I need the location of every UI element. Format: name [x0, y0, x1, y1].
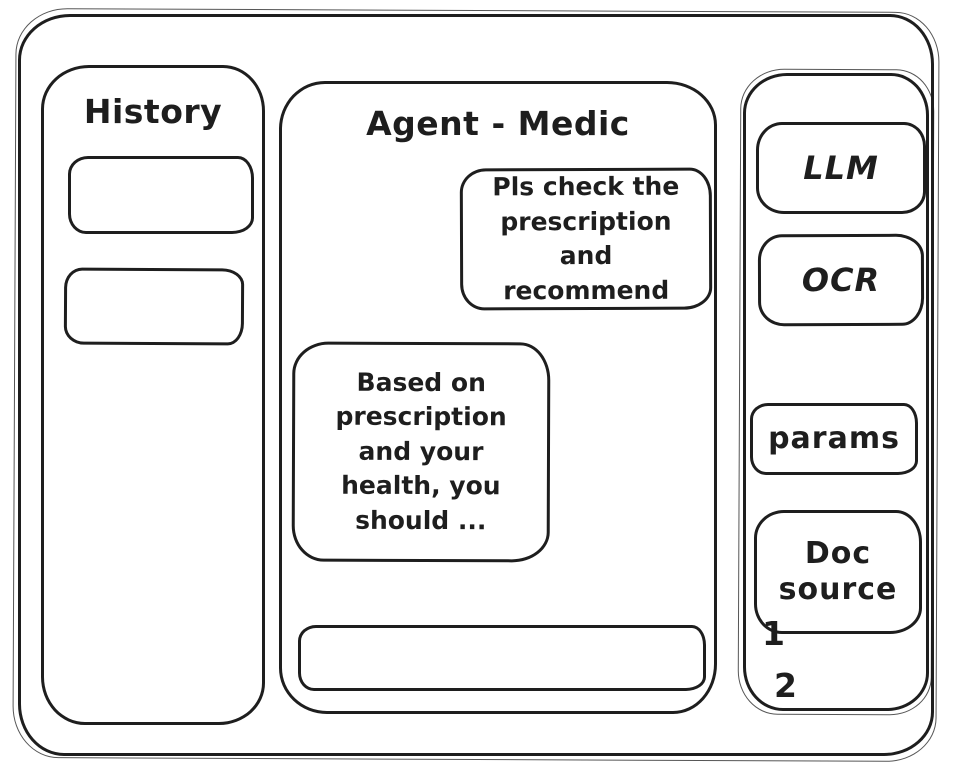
user-message-bubble: Pls check the prescription and recommend [459, 167, 713, 311]
history-item[interactable] [63, 267, 245, 346]
ocr-button[interactable]: OCR [757, 233, 925, 327]
doc-source-item-1[interactable]: 1 [762, 614, 785, 653]
assistant-message-bubble: Based on prescription and your health, y… [291, 341, 551, 563]
llm-button[interactable]: LLM [756, 122, 926, 214]
app-window: History Agent - Medic Pls check the pres… [18, 14, 934, 756]
params-button[interactable]: params [750, 403, 918, 475]
chat-title: Agent - Medic [366, 104, 630, 143]
doc-source-button[interactable]: Doc source [754, 510, 922, 634]
chat-panel: Agent - Medic Pls check the prescription… [279, 81, 717, 714]
message-input[interactable] [298, 625, 706, 691]
doc-source-item-2[interactable]: 2 [774, 666, 797, 705]
history-title: History [83, 92, 223, 131]
history-panel: History [41, 65, 265, 725]
tools-panel: LLM OCR params Doc source 1 2 [743, 73, 929, 711]
history-item[interactable] [68, 156, 254, 234]
